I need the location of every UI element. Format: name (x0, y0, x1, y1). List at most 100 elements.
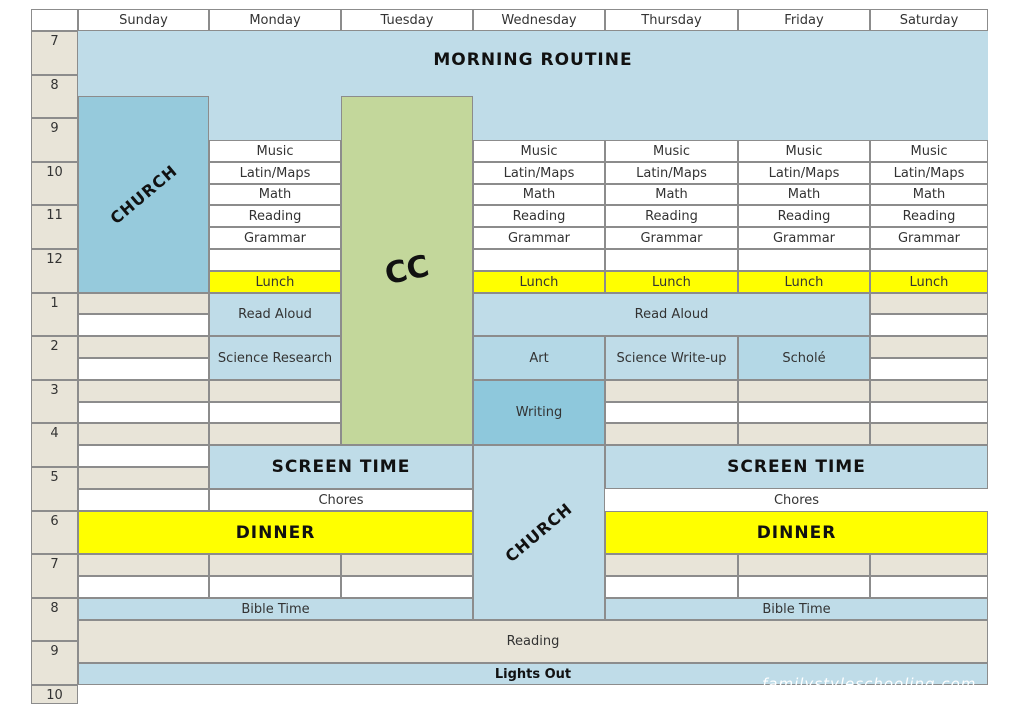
chores-thu-sat-label: Chores (773, 492, 820, 508)
subject-grammar-label: Grammar (772, 230, 836, 246)
hour-label-4-label: 11 (46, 208, 63, 223)
lunch-cell-label: Lunch (784, 274, 824, 290)
bible-time-thu-sat-label: Bible Time (762, 601, 831, 617)
empty-slot (209, 249, 341, 271)
lunch-cell-label: Lunch (255, 274, 295, 290)
subject-reading: Reading (870, 205, 988, 227)
subject-music-label: Music (653, 143, 690, 159)
lights-out-label: Lights Out (494, 666, 572, 682)
empty-slot (341, 576, 473, 598)
empty-slot (738, 554, 870, 576)
hour-label-0-label: 7 (50, 34, 59, 49)
church-sunday-label: CHURCH (106, 161, 181, 228)
subject-math: Math (738, 184, 870, 205)
morning-routine-label: MORNING ROUTINE (433, 50, 633, 70)
empty-slot (78, 554, 209, 576)
empty-slot (78, 576, 209, 598)
schole-label: Scholé (782, 350, 826, 366)
empty-slot (605, 423, 738, 445)
science-write-up: Science Write-up (605, 336, 738, 380)
writing: Writing (473, 380, 605, 445)
empty-slot (870, 423, 988, 445)
bible-time-sun-tue-label: Bible Time (241, 601, 310, 617)
hour-label-1-label: 8 (50, 78, 59, 93)
subject-latin_maps: Latin/Maps (605, 162, 738, 184)
subject-grammar: Grammar (605, 227, 738, 249)
hour-label-3: 10 (31, 162, 78, 205)
subject-grammar: Grammar (209, 227, 341, 249)
empty-slot (870, 314, 988, 336)
screen-time-thu-sat: SCREEN TIME (605, 445, 988, 489)
hour-label-9: 4 (31, 423, 78, 467)
day-header-tuesday: Tuesday (341, 9, 473, 31)
lunch-cell-label: Lunch (909, 274, 949, 290)
subject-math: Math (870, 184, 988, 205)
read-aloud-wed-fri-label: Read Aloud (634, 307, 709, 322)
day-header-sunday-label: Sunday (119, 12, 168, 28)
day-header-monday-label: Monday (249, 12, 301, 28)
header-corner (31, 9, 78, 31)
empty-slot (738, 380, 870, 402)
empty-slot (738, 576, 870, 598)
hour-label-5: 12 (31, 249, 78, 293)
screen-time-mon-tue: SCREEN TIME (209, 445, 473, 489)
subject-math-label: Math (258, 187, 292, 202)
hour-label-7: 2 (31, 336, 78, 380)
subject-grammar: Grammar (870, 227, 988, 249)
read-aloud-monday-label: Read Aloud (238, 307, 312, 322)
hour-label-12-label: 7 (50, 557, 59, 572)
subject-music: Music (870, 140, 988, 162)
subject-grammar-label: Grammar (640, 230, 703, 246)
subject-music-label: Music (785, 143, 823, 159)
subject-music: Music (209, 140, 341, 162)
empty-slot (78, 380, 209, 402)
subject-latin_maps-label: Latin/Maps (636, 165, 707, 181)
subject-music-label: Music (910, 143, 948, 159)
hour-label-8: 3 (31, 380, 78, 423)
lights-out: Lights Out (78, 663, 988, 685)
science-research-label: Science Research (217, 350, 333, 366)
empty-slot (605, 554, 738, 576)
screen-time-mon-tue-label: SCREEN TIME (271, 457, 411, 477)
empty-slot (605, 249, 738, 271)
subject-latin_maps: Latin/Maps (738, 162, 870, 184)
empty-slot (78, 445, 209, 467)
empty-slot (738, 423, 870, 445)
hour-label-10-label: 5 (50, 470, 59, 485)
hour-label-12: 7 (31, 554, 78, 598)
subject-music-label: Music (520, 143, 558, 159)
hour-label-2: 9 (31, 118, 78, 162)
empty-slot (341, 554, 473, 576)
empty-slot (870, 358, 988, 380)
church-wednesday: CHURCH (473, 445, 605, 620)
empty-slot (209, 576, 341, 598)
empty-slot (209, 402, 341, 423)
hour-label-7-label: 2 (50, 339, 59, 354)
subject-reading-label: Reading (512, 208, 566, 224)
empty-slot (473, 249, 605, 271)
morning-routine-wed-ext (473, 96, 988, 140)
day-header-friday-label: Friday (784, 12, 824, 28)
subject-latin_maps-label: Latin/Maps (503, 165, 575, 181)
bible-time-thu-sat: Bible Time (605, 598, 988, 620)
day-header-wednesday-label: Wednesday (501, 12, 577, 28)
lunch-cell: Lunch (870, 271, 988, 293)
day-header-wednesday: Wednesday (473, 9, 605, 31)
subject-latin_maps: Latin/Maps (870, 162, 988, 184)
hour-label-8-label: 3 (50, 383, 59, 398)
subject-math: Math (605, 184, 738, 205)
subject-math: Math (473, 184, 605, 205)
empty-slot (209, 554, 341, 576)
church-sunday: CHURCH (78, 96, 209, 293)
empty-slot (78, 467, 209, 489)
empty-slot (870, 380, 988, 402)
hour-label-5-label: 12 (46, 252, 63, 267)
empty-slot (605, 402, 738, 423)
watermark: familystyleschooling.com (762, 675, 977, 693)
subject-music: Music (605, 140, 738, 162)
hour-label-1: 8 (31, 75, 78, 118)
hour-label-2-label: 9 (50, 121, 59, 136)
day-header-friday: Friday (738, 9, 870, 31)
lunch-cell-label: Lunch (519, 274, 559, 290)
